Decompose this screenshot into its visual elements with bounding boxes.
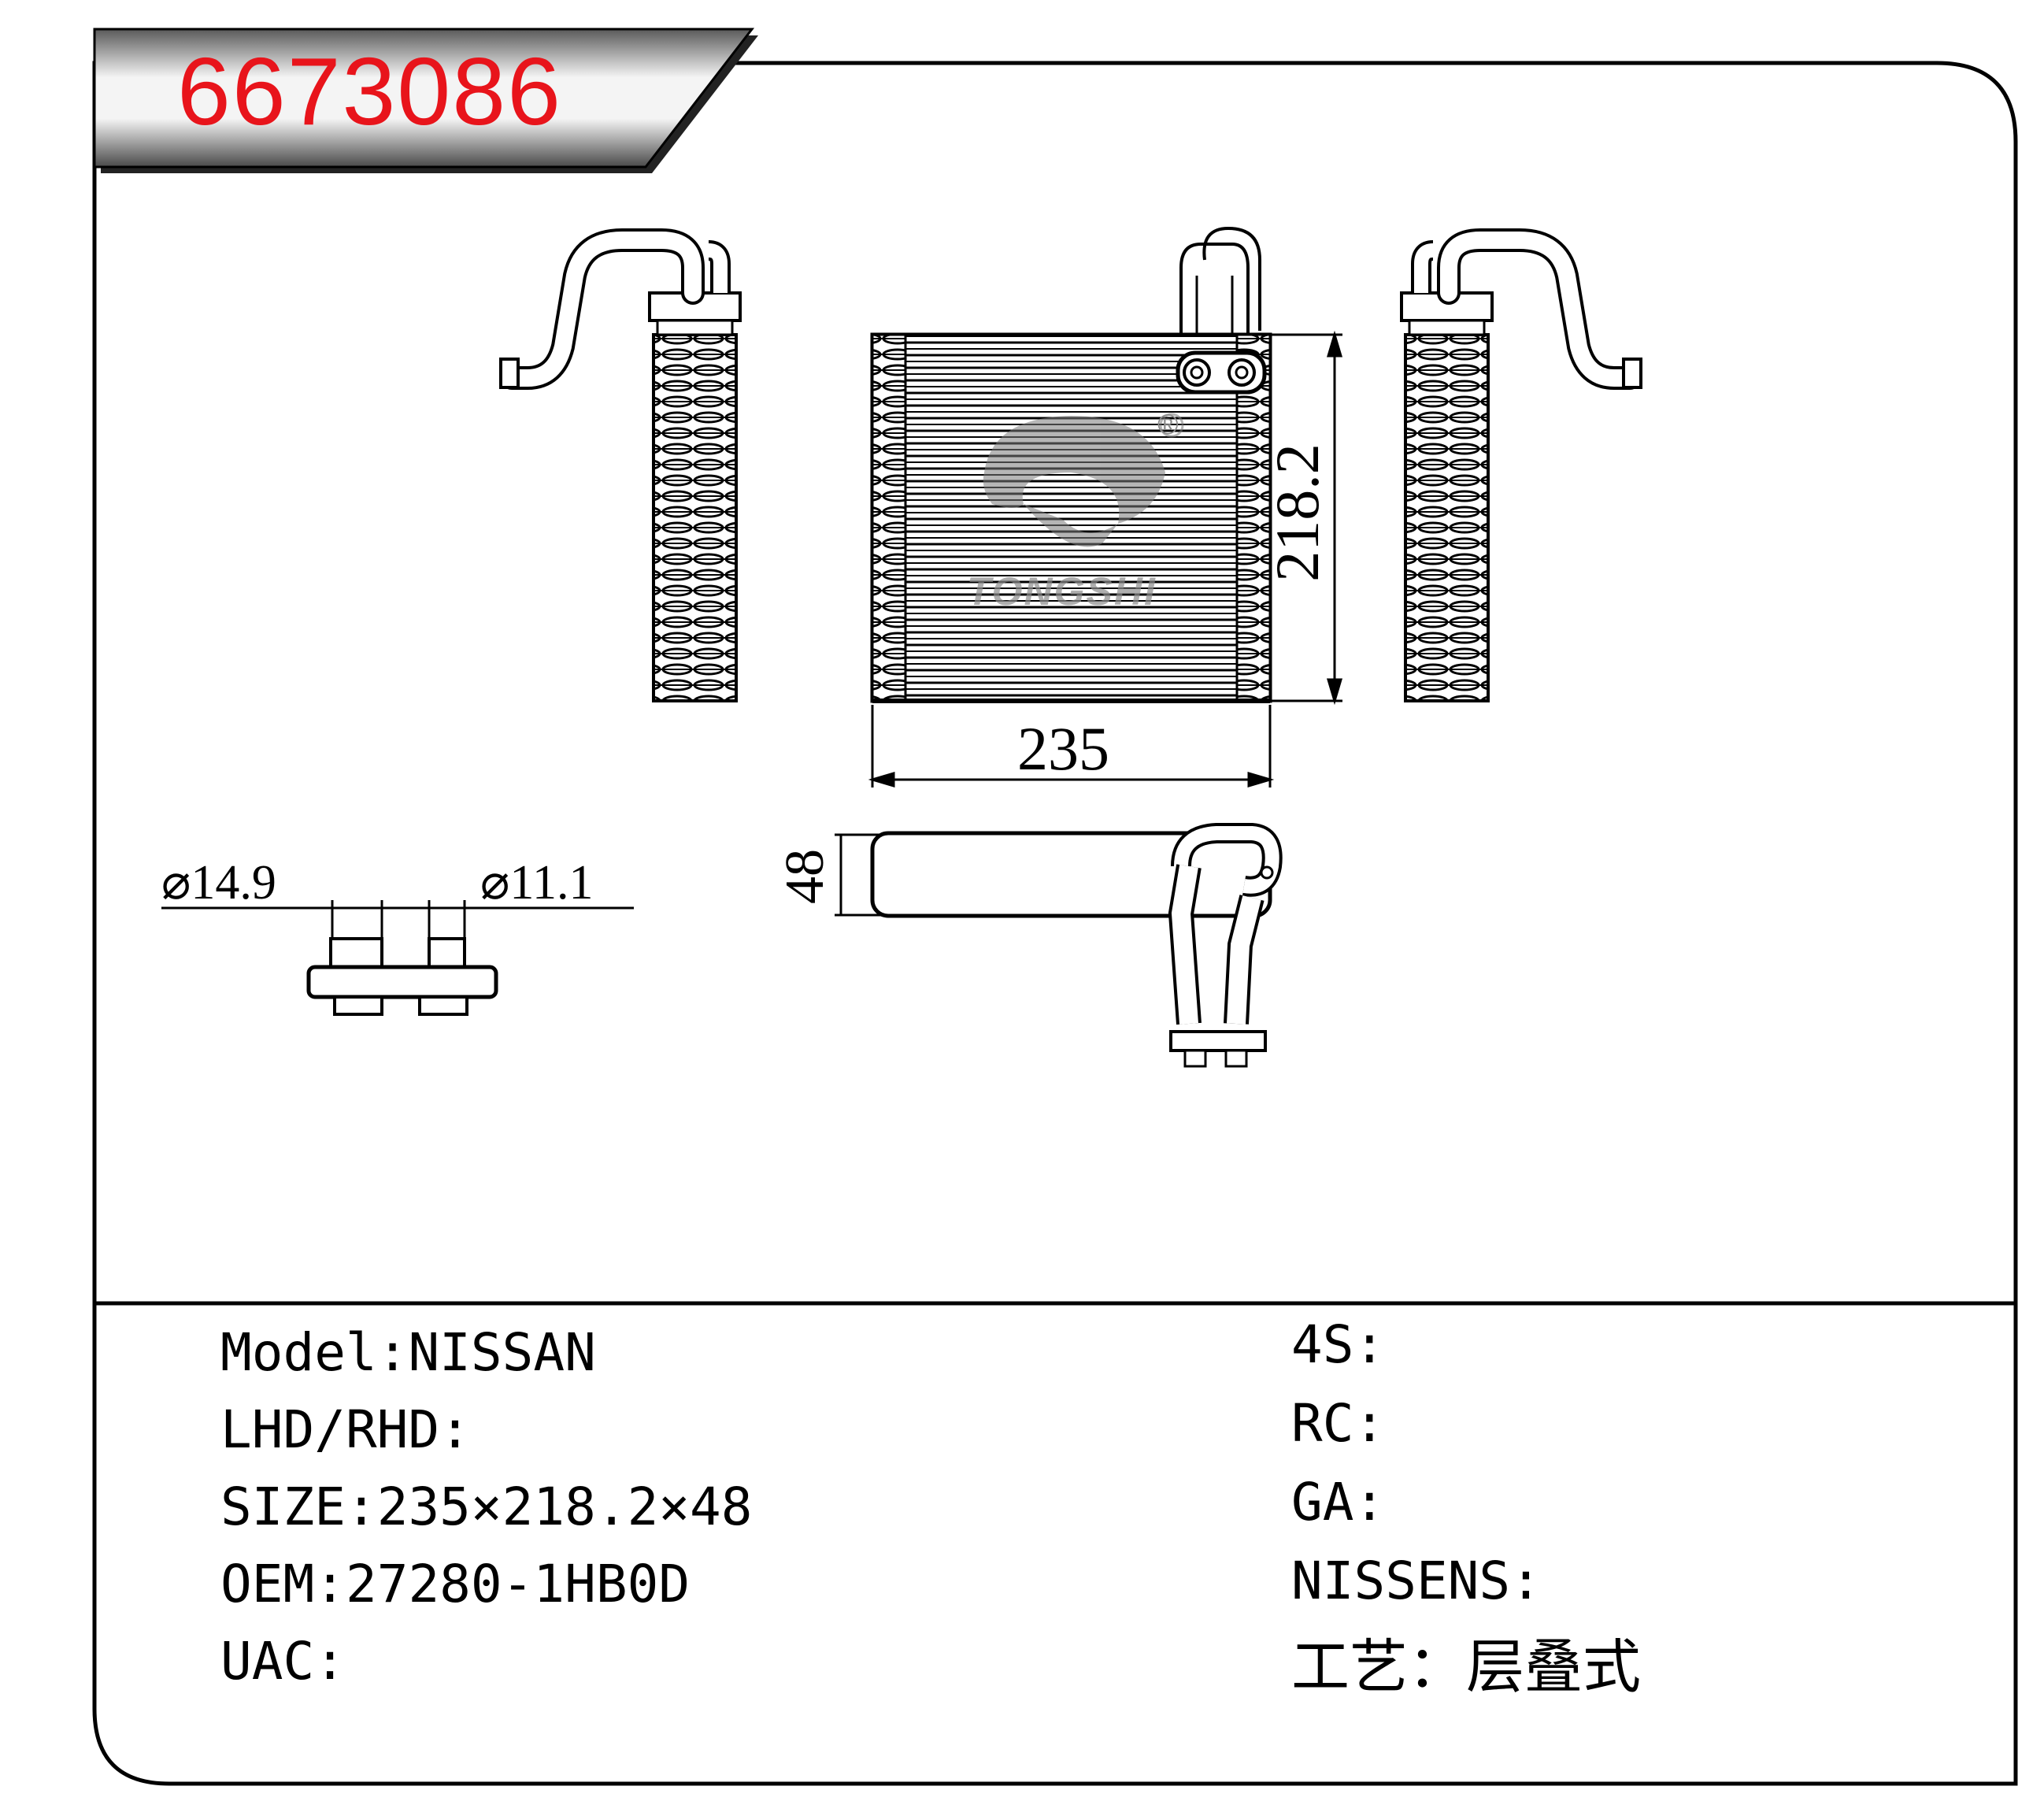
evaporator-left-side-view: [499, 228, 742, 702]
inlet-diameter-label: ⌀14.9: [161, 856, 276, 910]
spec-size-label: SIZE: [220, 1477, 346, 1537]
frame-border: [92, 61, 2018, 1786]
outlet-diameter-label: ⌀11.1: [480, 856, 594, 910]
spec-size-value: 235×218.2×48: [376, 1477, 753, 1537]
spec-nissens-sep: :: [1510, 1551, 1542, 1611]
spec-uac: UAC:: [220, 1636, 346, 1688]
spec-uac-sep: :: [314, 1631, 346, 1692]
spec-oem-label: OEM: [220, 1554, 315, 1614]
height-dimension-label: 218.2: [1262, 443, 1331, 582]
spec-oem-sep: :: [314, 1554, 346, 1614]
spec-ga-sep: :: [1353, 1472, 1386, 1532]
spec-nissens: NISSENS:: [1291, 1555, 1542, 1607]
spec-4s-sep: :: [1353, 1314, 1386, 1375]
spec-4s-label: 4S: [1291, 1314, 1354, 1375]
spec-process: 工艺：层叠式: [1291, 1638, 1641, 1696]
spec-process-label: 工艺: [1291, 1633, 1408, 1701]
spec-model-sep: :: [376, 1322, 409, 1383]
spec-nissens-label: NISSENS: [1291, 1551, 1511, 1611]
spec-oem-value: 27280-1HB0D: [345, 1554, 691, 1614]
evaporator-front-view: [870, 226, 1272, 703]
spec-ga-label: GA: [1291, 1472, 1354, 1532]
part-number-tab: [93, 28, 758, 173]
spec-process-value: 层叠式: [1466, 1633, 1641, 1701]
spec-size-sep: :: [345, 1477, 377, 1537]
spec-oem: OEM:27280-1HB0D: [220, 1558, 690, 1610]
spec-uac-label: UAC: [220, 1631, 315, 1692]
spec-ga: GA:: [1291, 1477, 1385, 1529]
spec-model: Model:NISSAN: [220, 1327, 596, 1379]
depth-dimension-label: 48: [775, 849, 835, 904]
spec-4s: 4S:: [1291, 1319, 1385, 1371]
spec-size: SIZE:235×218.2×48: [220, 1481, 753, 1533]
spec-rc: RC:: [1291, 1398, 1385, 1450]
evaporator-right-side-view: [1400, 228, 1642, 702]
spec-lhd-rhd: LHD/RHD:: [220, 1404, 471, 1456]
registered-mark: ®: [1157, 408, 1179, 440]
spec-lhd-rhd-sep: :: [439, 1399, 471, 1460]
tongshi-logo-watermark: [983, 413, 1184, 547]
flange-detail: [306, 937, 498, 1016]
spec-model-label: Model: [220, 1322, 377, 1383]
spec-process-sep: ：: [1408, 1633, 1466, 1701]
part-number: 6673086: [177, 38, 562, 145]
spec-lhd-rhd-label: LHD/RHD: [220, 1399, 440, 1460]
brand-watermark: TONGSHI: [967, 569, 1157, 613]
spec-rc-sep: :: [1353, 1393, 1386, 1454]
spec-rc-label: RC: [1291, 1393, 1354, 1454]
evaporator-top-view: [870, 823, 1283, 1068]
width-dimension-label: 235: [1017, 714, 1109, 783]
spec-model-value: NISSAN: [408, 1322, 596, 1383]
dimension-lines: [161, 330, 1343, 941]
